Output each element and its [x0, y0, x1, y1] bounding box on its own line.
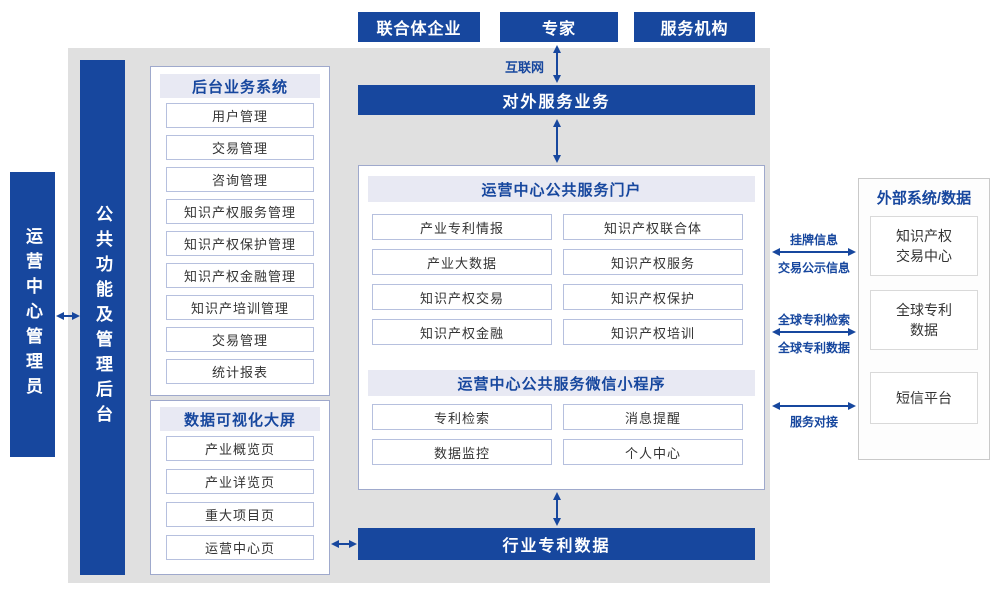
portal-item: 知识产权培训 [563, 319, 743, 345]
double-arrow-global-patent-icon [772, 328, 856, 336]
link-label-listing-top: 挂牌信息 [789, 233, 838, 247]
external-systems-title: 外部系统/数据 [876, 190, 972, 207]
backend-system-title: 后台业务系统 [160, 74, 320, 98]
backend-system-item: 咨询管理 [166, 167, 314, 192]
data-viz-title: 数据可视化大屏 [160, 407, 320, 431]
operations-admin-bar: 运营中心管理员 [10, 172, 55, 457]
double-arrow-service-icon [772, 402, 856, 410]
data-viz-item: 重大项目页 [166, 502, 314, 527]
double-arrow-dataviz-icon [331, 540, 357, 548]
external-system-item: 知识产权 交易中心 [870, 216, 978, 276]
actor-consortium-enterprises: 联合体企业 [358, 12, 480, 42]
link-label-listing-bottom: 交易公示信息 [777, 261, 850, 275]
management-backend-bar: 公共功能及管理后台 [80, 60, 125, 575]
backend-system-item: 知识产权服务管理 [166, 199, 314, 224]
portal-item: 知识产权联合体 [563, 214, 743, 240]
double-arrow-listing-icon [772, 248, 856, 256]
double-arrow-admin-icon [56, 312, 80, 320]
backend-system-item: 知识产权金融管理 [166, 263, 314, 288]
industry-patent-bar: 行业专利数据 [358, 528, 755, 560]
backend-system-item: 交易管理 [166, 135, 314, 160]
link-label-global-patent-bottom: 全球专利数据 [777, 341, 850, 355]
portal-item: 产业专利情报 [372, 214, 552, 240]
mini-program-item: 专利检索 [372, 404, 552, 430]
data-viz-item: 运营中心页 [166, 535, 314, 560]
link-label-global-patent-top: 全球专利检索 [777, 313, 850, 327]
mini-program-item: 数据监控 [372, 439, 552, 465]
double-arrow-portal-top-icon [553, 119, 561, 163]
actor-service-organizations: 服务机构 [634, 12, 755, 42]
backend-system-item: 用户管理 [166, 103, 314, 128]
double-arrow-portal-bottom-icon [553, 492, 561, 526]
actor-experts: 专家 [500, 12, 618, 42]
portal-item: 知识产权交易 [372, 284, 552, 310]
external-system-item: 短信平台 [870, 372, 978, 424]
portal-item: 知识产权金融 [372, 319, 552, 345]
backend-system-item: 统计报表 [166, 359, 314, 384]
data-viz-item: 产业概览页 [166, 436, 314, 461]
data-viz-item: 产业详览页 [166, 469, 314, 494]
backend-system-item: 交易管理 [166, 327, 314, 352]
portal-item: 知识产权服务 [563, 249, 743, 275]
internet-label: 互联网 [504, 60, 544, 75]
portal-item: 产业大数据 [372, 249, 552, 275]
portal-item: 知识产权保护 [563, 284, 743, 310]
mini-program-item: 消息提醒 [563, 404, 743, 430]
mini-program-title: 运营中心公共服务微信小程序 [368, 370, 755, 396]
mini-program-item: 个人中心 [563, 439, 743, 465]
backend-system-item: 知识产培训管理 [166, 295, 314, 320]
backend-system-item: 知识产权保护管理 [166, 231, 314, 256]
external-system-item: 全球专利 数据 [870, 290, 978, 350]
portal-title: 运营中心公共服务门户 [368, 176, 755, 202]
link-label-service: 服务对接 [789, 415, 838, 429]
external-service-bar: 对外服务业务 [358, 85, 755, 115]
double-arrow-internet-icon [553, 45, 561, 83]
